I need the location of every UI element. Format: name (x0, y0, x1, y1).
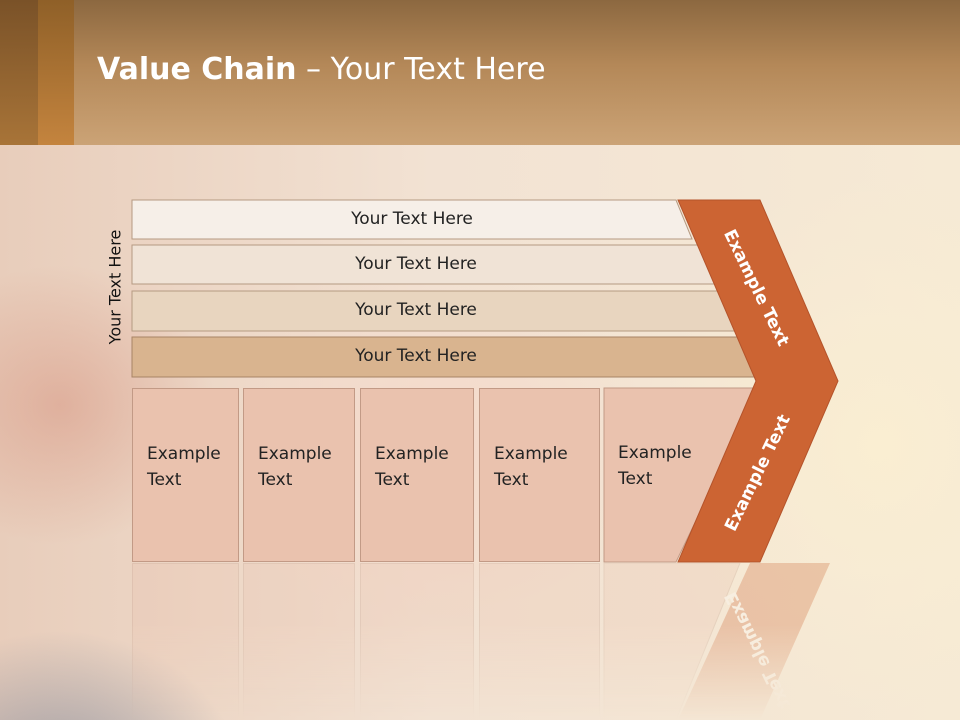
column-4-line2: Text (494, 470, 529, 490)
row-2: Your Text Here (132, 245, 700, 283)
row-3: Your Text Here (132, 291, 700, 329)
row-shape-1 (131, 199, 693, 240)
row-4-label: Your Text Here (355, 346, 477, 366)
row-3-label: Your Text Here (355, 300, 477, 320)
header-accent-bar-dark (0, 0, 38, 145)
row-1: Your Text Here (132, 200, 692, 238)
last-column-shape (603, 387, 761, 563)
row-4: Your Text Here (132, 337, 700, 375)
title-bold: Value Chain (97, 52, 297, 87)
title-bar: Value Chain – Your Text Here (0, 0, 960, 145)
slide-title: Value Chain – Your Text Here (97, 52, 546, 87)
column-1-line1: Example (147, 444, 221, 464)
orange-chevron (677, 199, 839, 563)
column-3-line2: Text (375, 470, 410, 490)
title-rest: – Your Text Here (296, 52, 546, 87)
column-5-line1: Example (618, 443, 692, 463)
row-2-label: Your Text Here (355, 254, 477, 274)
column-3-line1: Example (375, 444, 449, 464)
column-4-line1: Example (494, 444, 568, 464)
row-1-label: Your Text Here (351, 209, 473, 229)
column-2-line1: Example (258, 444, 332, 464)
column-5-line2: Text (618, 469, 653, 489)
column-1-line2: Text (147, 470, 182, 490)
column-2-line2: Text (258, 470, 293, 490)
header-accent-bar-light (38, 0, 74, 145)
